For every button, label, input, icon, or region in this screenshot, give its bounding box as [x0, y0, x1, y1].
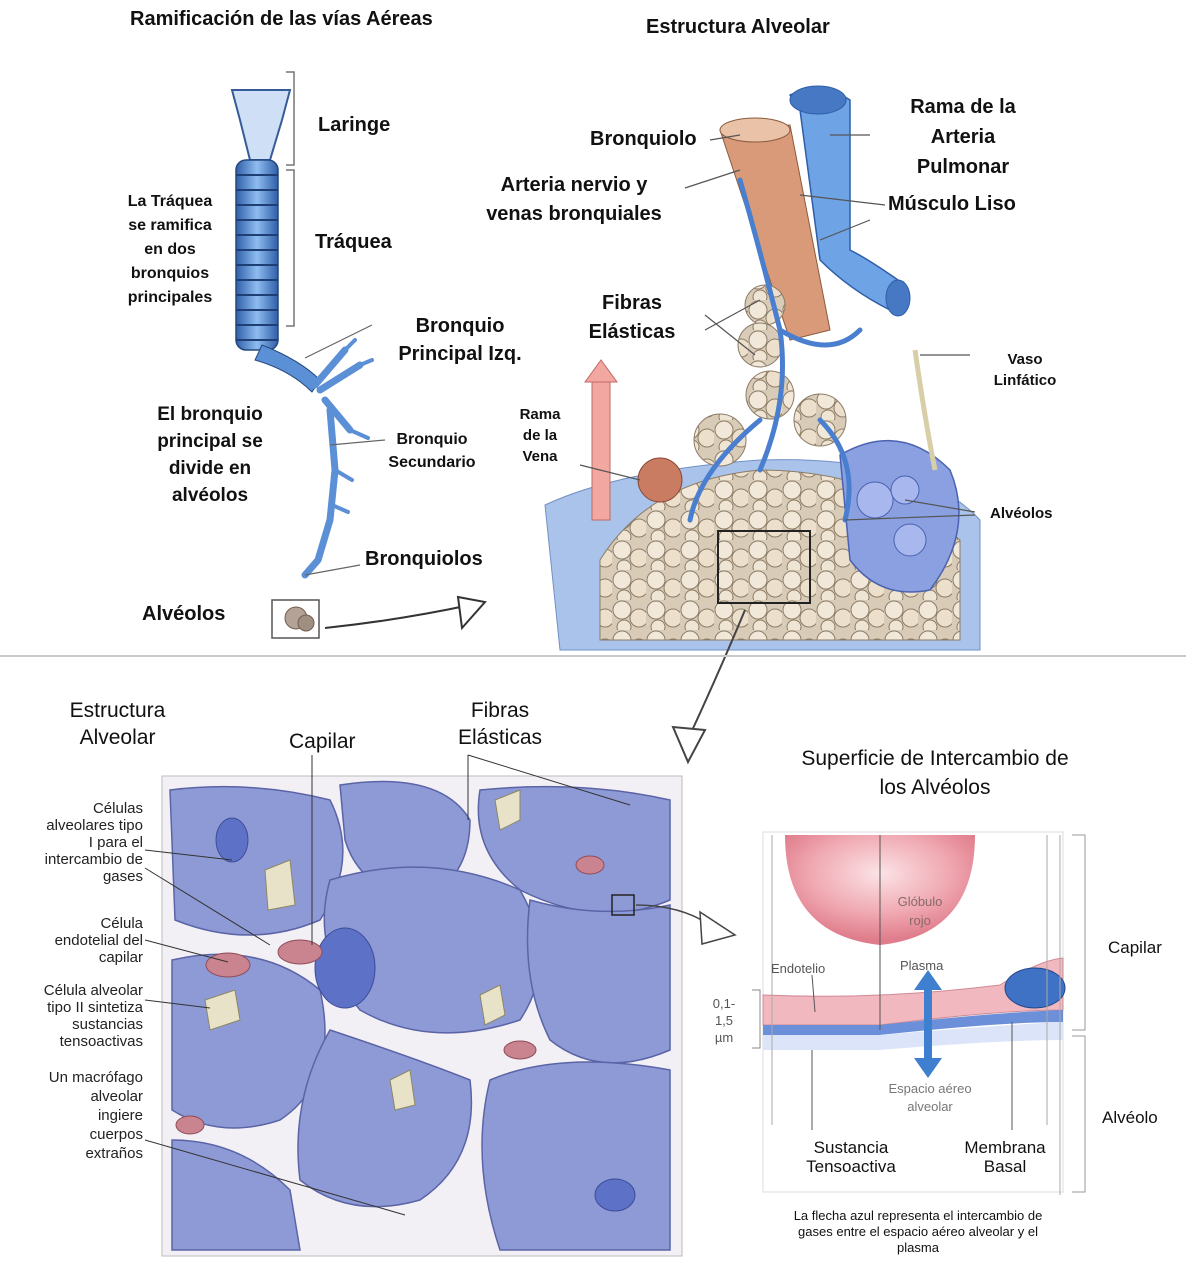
label-traquea: Tráquea — [315, 231, 392, 254]
alveolar-closeup-art — [145, 755, 735, 1256]
left-bronchus-shape — [255, 345, 320, 392]
label-endotelio: Endotelio — [771, 961, 825, 976]
label-musculo-liso: Músculo Liso — [888, 193, 1016, 216]
exchange-caption: La flecha azul representa el intercambio… — [718, 1208, 1118, 1256]
endothelial-nucleus — [1005, 968, 1065, 1008]
label-bronquiolos: Bronquiolos — [365, 548, 483, 571]
label-alveolos-left: Alvéolos — [142, 603, 225, 626]
bronchial-branches — [305, 350, 360, 575]
label-plasma: Plasma — [900, 958, 943, 973]
label-alveolo-right: Alvéolo — [1102, 1108, 1158, 1128]
airway-branching-title: Ramificación de las vías Aéreas — [130, 8, 433, 31]
section-divider — [0, 655, 1186, 657]
label-bronquiolo: Bronquiolo — [590, 128, 697, 151]
label-capilar-closeup: Capilar — [289, 730, 356, 754]
label-capilar-right: Capilar — [1108, 938, 1162, 958]
alveolar-structure-title: Estructura Alveolar — [646, 16, 830, 39]
vein-branch — [592, 380, 610, 520]
label-laringe: Laringe — [318, 114, 390, 137]
zoom-arrow-1 — [325, 605, 470, 628]
trachea-shape — [236, 160, 278, 350]
label-alveolos-right: Alvéolos — [990, 505, 1053, 522]
label-grosor: 0,1-1,5 µm — [700, 995, 748, 1046]
larynx-shape — [232, 90, 290, 160]
